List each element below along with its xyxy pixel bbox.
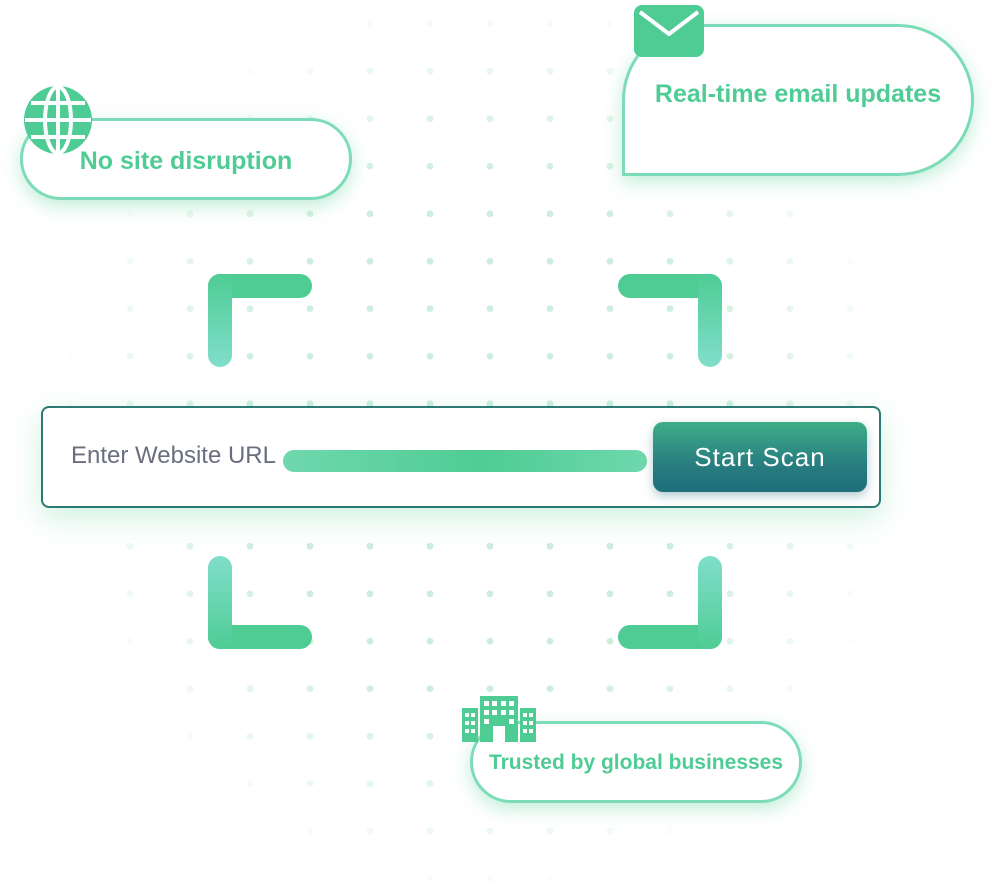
start-scan-button[interactable]: Start Scan — [653, 422, 867, 492]
scan-progress-line — [283, 450, 647, 472]
scan-frame-corner-top-left — [208, 274, 312, 367]
scan-frame-corner-bottom-left — [208, 556, 312, 649]
feature-label: Trusted by global businesses — [488, 751, 784, 774]
scan-frame-corner-top-right — [618, 274, 722, 367]
website-url-input[interactable] — [71, 434, 301, 478]
building-icon — [462, 696, 536, 742]
feature-label: No site disruption — [79, 146, 293, 175]
feature-label: Real-time email updates — [654, 79, 942, 108]
globe-icon — [24, 85, 92, 155]
scan-frame-corner-bottom-right — [618, 556, 722, 649]
url-scan-form: Start Scan — [41, 406, 881, 508]
envelope-icon — [634, 5, 704, 57]
